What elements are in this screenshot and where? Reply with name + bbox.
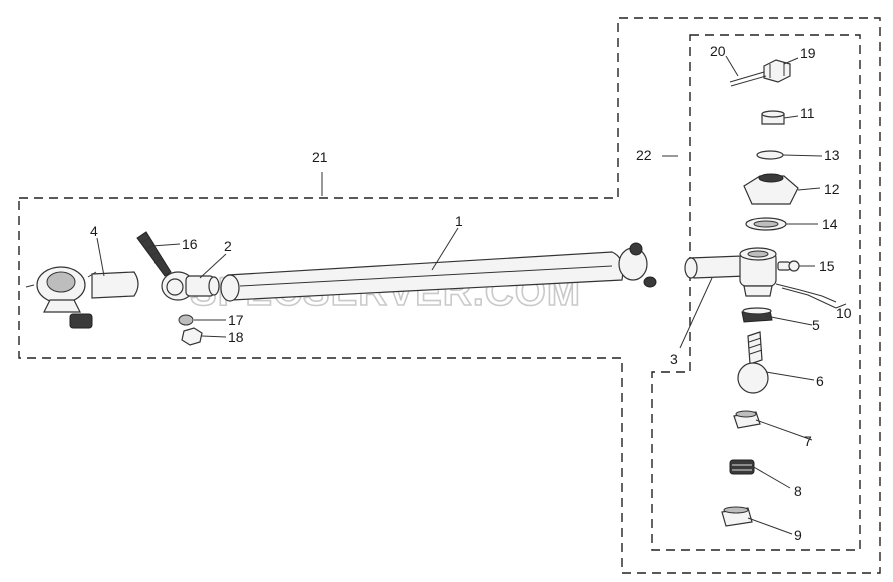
callout-13: 13: [824, 147, 840, 163]
lower-seat: [733, 410, 761, 429]
callout-3: 3: [670, 351, 678, 367]
callout-18: 18: [228, 329, 244, 345]
dust-boot: [743, 173, 799, 205]
callout-8: 8: [794, 483, 802, 499]
nut-18: [181, 327, 203, 346]
end-cap: [721, 506, 753, 527]
clamp-bolt: [136, 231, 172, 277]
ball-stud: [737, 331, 769, 394]
callout-16: 16: [182, 236, 198, 252]
washer-13: [756, 150, 784, 160]
callout-5: 5: [812, 317, 820, 333]
grease-fitting: [777, 260, 800, 272]
callout-11: 11: [800, 105, 815, 121]
callout-7: 7: [804, 433, 812, 449]
tie-rod-end-left: [25, 266, 139, 329]
callout-15: 15: [819, 258, 835, 274]
bearing-seat: [741, 307, 773, 323]
assembly-boundary-22: [651, 34, 861, 551]
joint-housing-arm: [684, 255, 747, 279]
sensor-wire: [775, 283, 837, 309]
spacer-11: [761, 110, 785, 125]
callout-22: 22: [636, 147, 652, 163]
washer-17: [178, 314, 194, 326]
leader-lines: [96, 55, 847, 535]
tube-clamp-left: [161, 271, 220, 301]
tie-rod-tube: [220, 251, 624, 302]
callout-9: 9: [794, 527, 802, 543]
callout-20: 20: [710, 43, 726, 59]
spring: [729, 459, 755, 475]
assembly-boundary-21: [18, 17, 881, 574]
callout-4: 4: [90, 223, 98, 239]
cotter-pin: [729, 71, 767, 87]
callout-19: 19: [800, 45, 816, 61]
callout-6: 6: [816, 373, 824, 389]
callout-12: 12: [824, 181, 840, 197]
tube-clamp-right: [618, 242, 657, 288]
callout-1: 1: [455, 213, 463, 229]
seal-ring-14-inner: [753, 220, 779, 228]
top-castle-nut: [763, 59, 791, 83]
callout-21: 21: [312, 149, 328, 165]
callout-14: 14: [822, 216, 838, 232]
callout-2: 2: [224, 238, 232, 254]
callout-10: 10: [836, 305, 852, 321]
callout-17: 17: [228, 312, 244, 328]
joint-housing: [739, 247, 777, 297]
